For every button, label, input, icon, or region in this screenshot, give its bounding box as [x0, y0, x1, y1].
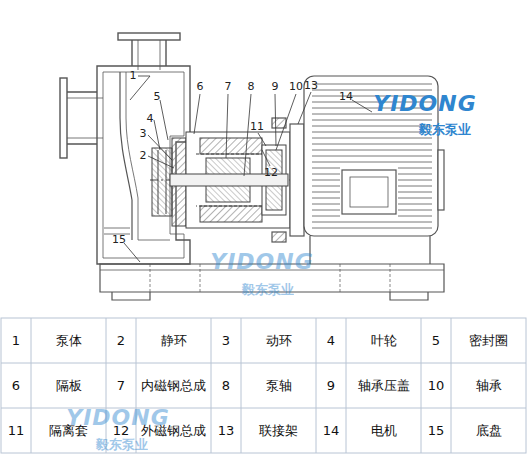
- table-cell: 8: [222, 379, 230, 393]
- table-cell: 2: [117, 334, 125, 348]
- callout-number: 14: [339, 91, 353, 103]
- leader-lines: [124, 76, 372, 262]
- table-cell: 电机: [371, 424, 397, 438]
- watermark: 毅东泵业: [96, 438, 148, 452]
- table-cell: 密封圈: [469, 334, 508, 348]
- table-cell: 内磁钢总成: [141, 379, 206, 393]
- table-cell: 9: [327, 379, 335, 393]
- table-cell: 3: [222, 334, 230, 348]
- base-plate: [100, 236, 444, 300]
- callout-number: 3: [140, 128, 147, 140]
- watermark: YIDONG: [373, 92, 477, 116]
- callout-number: 8: [248, 81, 255, 93]
- table-cell: 底盘: [476, 424, 502, 438]
- callout-number: 9: [272, 81, 279, 93]
- callout-number: 12: [264, 167, 278, 179]
- callout-number: 7: [225, 81, 232, 93]
- table-cell: 轴承: [476, 379, 502, 393]
- callout-number: 11: [250, 121, 264, 133]
- table-cell: 动环: [266, 334, 292, 348]
- table-cell: 4: [327, 334, 335, 348]
- table-cell: 15: [428, 424, 445, 438]
- table-cell: 静环: [161, 334, 187, 348]
- table-cell: 联接架: [259, 424, 298, 438]
- callout-number: 5: [154, 91, 161, 103]
- callout-number: 13: [304, 80, 318, 92]
- table-cell: 1: [12, 334, 20, 348]
- callout-number: 6: [197, 81, 204, 93]
- table-cell: 泵轴: [266, 379, 292, 393]
- table-cell: 11: [8, 424, 25, 438]
- callout-number: 4: [147, 113, 154, 125]
- table-cell: 5: [432, 334, 440, 348]
- table-cell: 10: [428, 379, 445, 393]
- watermark: 毅东泵业: [419, 123, 471, 137]
- callout-number: 1: [130, 70, 137, 82]
- watermark: YIDONG: [66, 406, 170, 430]
- callout-number: 15: [112, 234, 126, 246]
- table-cell: 6: [12, 379, 20, 393]
- parts-table: [1, 318, 526, 453]
- table-cell: 叶轮: [371, 334, 397, 348]
- watermark: YIDONG: [210, 250, 314, 274]
- table-cell: 轴承压盖: [358, 379, 410, 393]
- table-cell: 泵体: [56, 334, 82, 348]
- table-cell: 隔板: [56, 379, 82, 393]
- pump-body-outline: [60, 33, 190, 264]
- table-cell: 7: [117, 379, 125, 393]
- callout-number: 2: [140, 150, 147, 162]
- connecting-bracket: [272, 118, 304, 242]
- callout-number: 10: [289, 81, 303, 93]
- table-cell: 13: [218, 424, 235, 438]
- watermark: 毅东泵业: [242, 283, 294, 297]
- magnetic-coupling: [150, 132, 306, 228]
- table-cell: 14: [323, 424, 340, 438]
